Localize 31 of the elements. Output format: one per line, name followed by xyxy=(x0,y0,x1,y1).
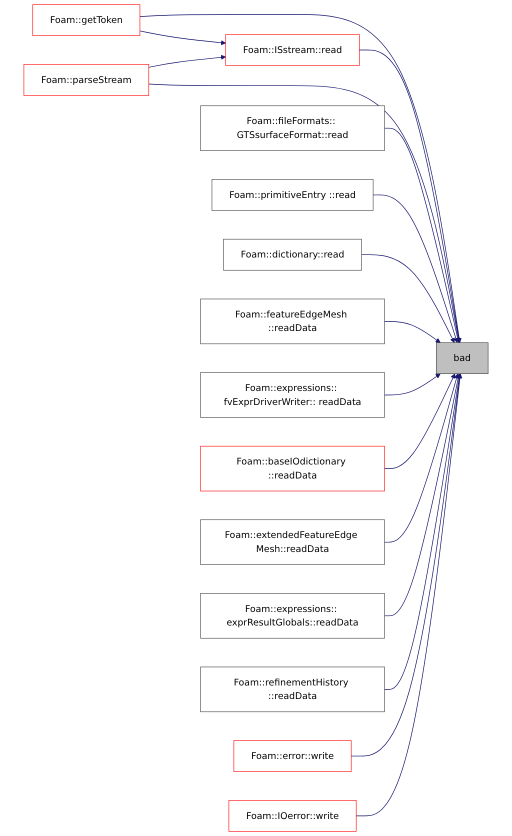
node-box: Foam::featureEdgeMesh ::readData xyxy=(200,298,385,344)
node-box: Foam::baseIOdictionary ::readData xyxy=(200,446,385,492)
node-box: Foam::dictionary::read xyxy=(223,238,362,271)
arrow xyxy=(361,254,455,343)
arrow xyxy=(384,374,462,690)
node-box: Foam::error::write xyxy=(234,740,352,772)
arrow xyxy=(140,14,462,343)
node-box: Foam::primitiveEntry ::read xyxy=(212,179,374,211)
node-box: Foam::expressions:: fvExprDriverWriter:: readData xyxy=(200,372,385,418)
node-box: Foam::IOerror::write xyxy=(228,800,356,832)
arrow xyxy=(384,374,459,543)
node-box: Foam::extendedFeatureEdge Mesh::readData xyxy=(200,519,385,565)
arrow xyxy=(384,128,460,343)
node-box: Foam::ISstream::read xyxy=(225,34,360,66)
arrow xyxy=(356,374,462,816)
arrow xyxy=(148,54,226,68)
arrow xyxy=(148,84,461,343)
arrow xyxy=(140,30,226,46)
arrow xyxy=(358,50,462,343)
arrow xyxy=(384,374,456,469)
node-box: Foam::getToken xyxy=(32,4,140,36)
arrow xyxy=(372,194,458,343)
node-box: Foam::parseStream xyxy=(24,64,150,96)
node-box: Foam::refinementHistory ::readData xyxy=(200,666,385,712)
arrow xyxy=(384,374,441,396)
arrow xyxy=(384,321,441,343)
node-box: Foam::fileFormats:: GTSsurfaceFormat::read xyxy=(200,106,385,151)
node-box: Foam::expressions:: exprResultGlobals::readData xyxy=(200,593,385,638)
arrow xyxy=(350,374,462,756)
node-box: bad xyxy=(436,342,488,374)
arrow xyxy=(384,374,461,616)
